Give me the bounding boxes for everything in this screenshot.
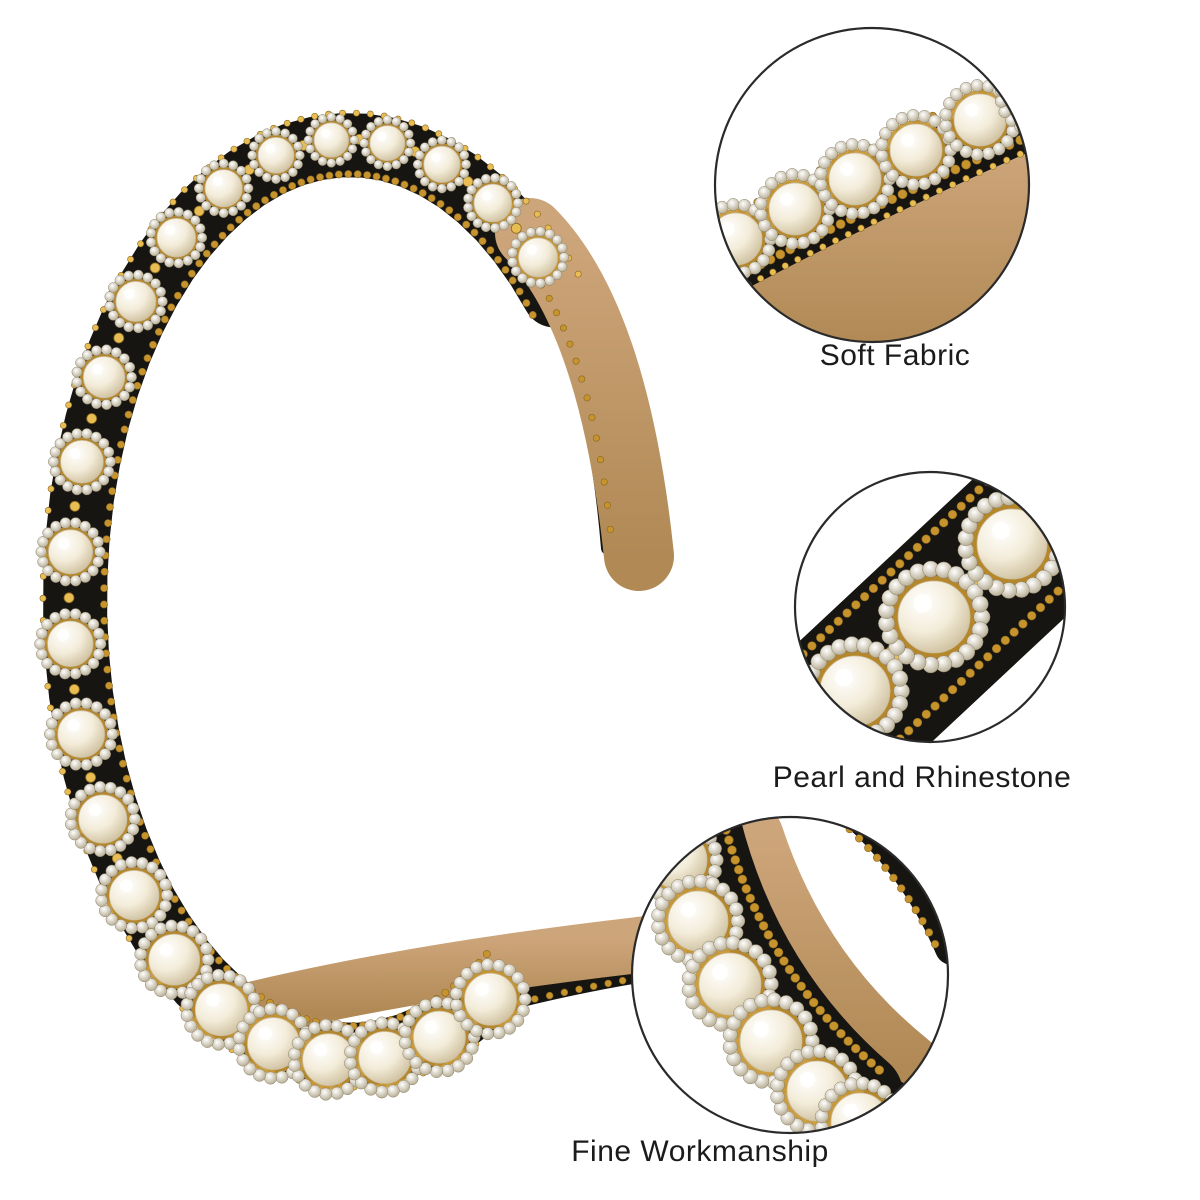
- callout-detail-pearl-rhinestone: [795, 472, 1065, 742]
- callout-label-fine-workmanship: Fine Workmanship: [571, 1135, 829, 1168]
- callout-circle-fine-workmanship: [630, 815, 950, 1135]
- callout-circle-pearl-rhinestone: [793, 470, 1067, 744]
- callout-label-soft-fabric: Soft Fabric: [819, 339, 971, 372]
- callout-rings: [630, 26, 1067, 1135]
- callout-detail-soft-fabric: [715, 28, 1029, 342]
- callout-circle-soft-fabric: [713, 26, 1031, 344]
- headband-band: [34, 109, 746, 1101]
- callout-label-pearl-rhinestone: Pearl and Rhinestone: [772, 761, 1072, 794]
